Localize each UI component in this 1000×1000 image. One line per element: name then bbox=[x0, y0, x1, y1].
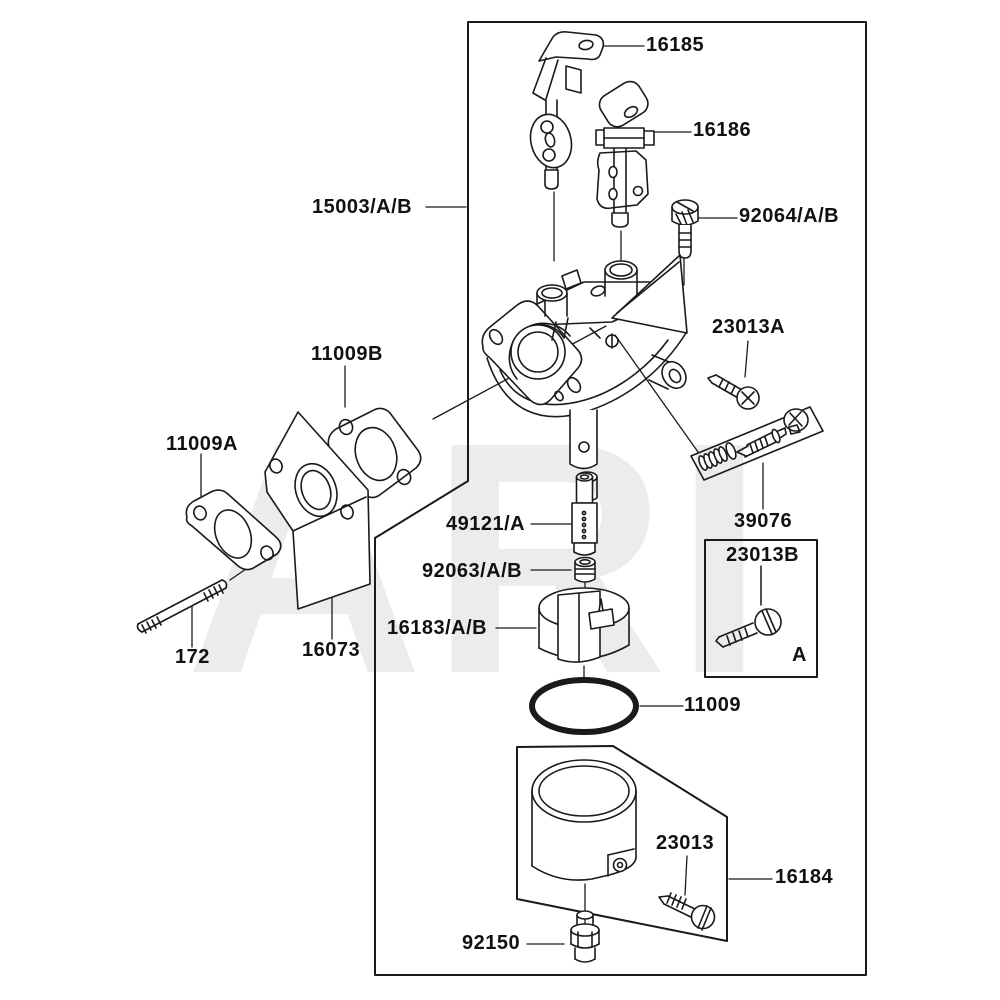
part-label-11009a: 11009A bbox=[166, 433, 238, 455]
part-label-39076: 39076 bbox=[734, 510, 793, 532]
part-label-11009: 11009 bbox=[684, 694, 742, 716]
leader-lines bbox=[191, 45, 773, 945]
part-label-92064: 92064/A/B bbox=[739, 205, 840, 227]
part-label-49121: 49121/A bbox=[446, 513, 526, 535]
part-carburetor-body bbox=[481, 254, 688, 502]
part-label-16185: 16185 bbox=[646, 34, 705, 56]
assembly-outline-box bbox=[374, 21, 867, 976]
part-23013a-screw bbox=[707, 374, 760, 410]
part-label-23013a: 23013A bbox=[712, 316, 786, 338]
part-label-172: 172 bbox=[175, 646, 210, 668]
inset-letter-label: A bbox=[792, 644, 807, 666]
part-label-92150: 92150 bbox=[462, 932, 521, 954]
part-92064-screw bbox=[671, 199, 699, 259]
part-label-15003: 15003/A/B bbox=[312, 196, 413, 218]
part-label-11009b: 11009B bbox=[311, 343, 383, 365]
part-label-16073: 16073 bbox=[302, 639, 361, 661]
part-label-23013b: 23013B bbox=[726, 544, 800, 566]
part-16185-choke-shaft bbox=[529, 31, 605, 190]
part-16186-throttle-shaft bbox=[595, 80, 655, 228]
part-16073-insulator bbox=[264, 411, 371, 610]
part-label-23013: 23013 bbox=[656, 832, 715, 854]
part-label-16184: 16184 bbox=[775, 866, 834, 888]
part-16183-float bbox=[538, 587, 630, 663]
watermark-text: ARI bbox=[185, 373, 772, 742]
part-11009-oring bbox=[529, 677, 639, 735]
part-49121-nozzle bbox=[571, 472, 598, 556]
part-label-16183: 16183/A/B bbox=[387, 617, 488, 639]
part-11009a-gasket bbox=[185, 489, 282, 571]
part-label-16186: 16186 bbox=[693, 119, 752, 141]
part-92063-jet bbox=[574, 556, 596, 583]
part-label-92063: 92063/A/B bbox=[422, 560, 523, 582]
part-172-stud bbox=[136, 579, 228, 634]
inset-detail-box bbox=[704, 539, 818, 678]
part-39076-needle-kit bbox=[690, 406, 824, 481]
part-16184-bowl-assembly bbox=[516, 745, 728, 942]
part-92150-drain-screw bbox=[570, 910, 600, 963]
